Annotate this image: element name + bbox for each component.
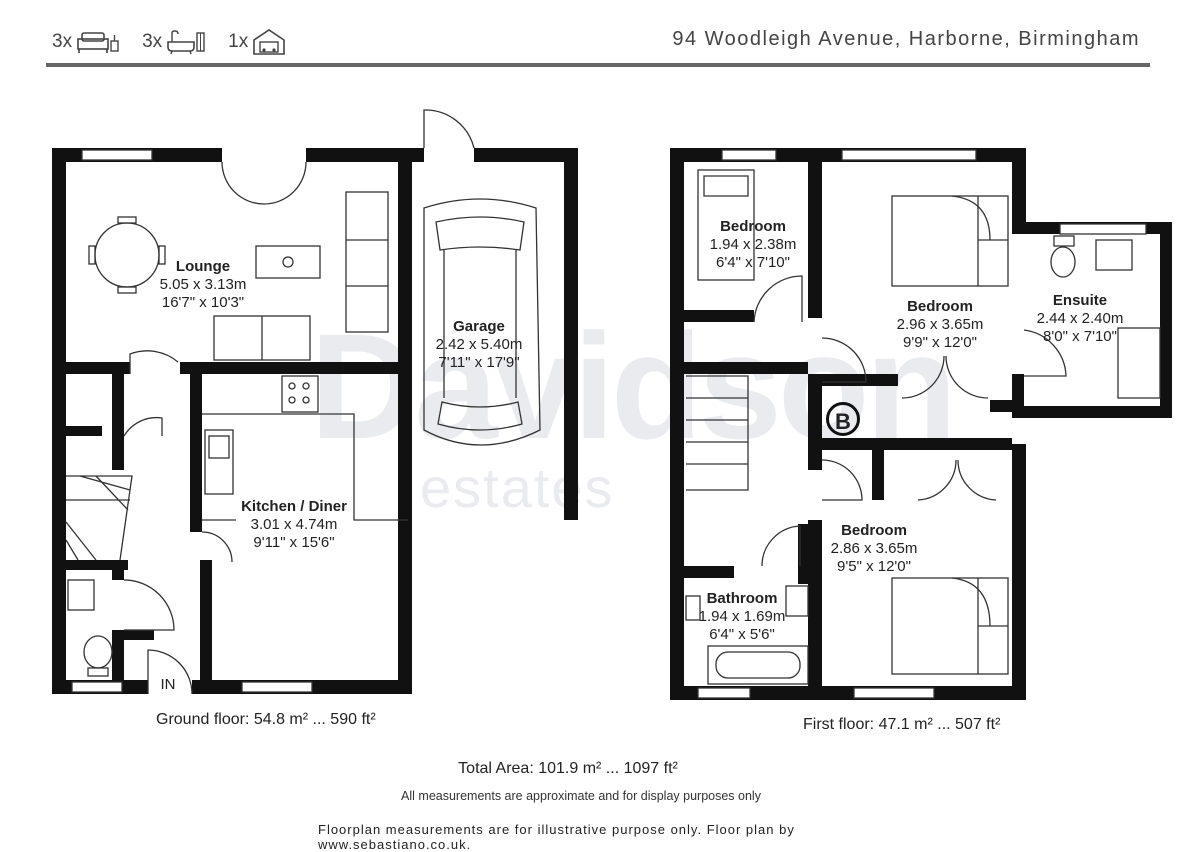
measurement-disclaimer: All measurements are approximate and for… [401,789,761,803]
garage-count: 1x [228,28,286,56]
garage-icon [253,29,286,55]
room-label-bedroom-master: Bedroom 2.96 x 3.65m 9'9" x 12'0" [896,298,984,351]
first-floor-fixtures [685,149,1161,699]
bedroom-count: 3x [52,28,120,56]
header-divider [46,63,1150,67]
property-address: 94 Woodleigh Avenue, Harborne, Birmingha… [672,28,1140,50]
room-label-bathroom: Bathroom 1.94 x 1.69m 6'4" x 5'6" [698,590,786,643]
room-label-bedroom-third: Bedroom 2.86 x 3.65m 9'5" x 12'0" [830,522,918,575]
property-counts: 3x 3x 1x [52,28,286,56]
bathroom-count: 3x [142,28,206,56]
room-label-bedroom-small: Bedroom 1.94 x 2.38m 6'4" x 7'10" [709,218,797,271]
room-label-kitchen-diner: Kitchen / Diner 3.01 x 4.74m 9'11" x 15'… [241,498,347,551]
header: 3x 3x 1x [0,0,1200,70]
bed-icon [77,32,119,53]
entrance-label: IN [160,676,176,693]
room-label-garage: Garage 2.42 x 5.40m 7'11" x 17'9" [435,318,523,371]
boiler-badge: B [826,402,860,436]
ground-floor-area: Ground floor: 54.8 m² ... 590 ft² [156,711,376,728]
total-area: Total Area: 101.9 m² ... 1097 ft² [458,760,678,777]
ground-floor-plan [52,148,578,694]
bath-icon [167,30,205,55]
room-label-ensuite: Ensuite 2.44 x 2.40m 8'0" x 7'10" [1036,292,1124,345]
room-label-lounge: Lounge 5.05 x 3.13m 16'7" x 10'3" [159,258,247,311]
first-floor-area: First floor: 47.1 m² ... 507 ft² [803,716,1001,733]
watermark-sub: estates [420,456,615,519]
ground-floor-fixtures [65,109,541,695]
